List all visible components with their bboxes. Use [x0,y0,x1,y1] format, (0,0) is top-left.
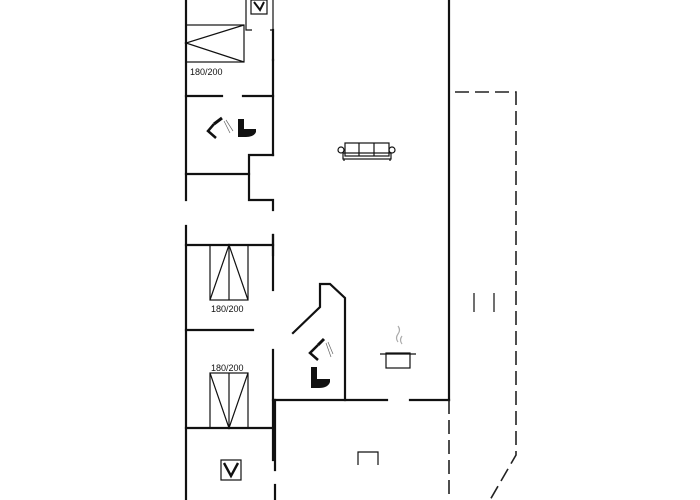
bed-size-label-top: 180/200 [190,67,223,77]
terrace-outline [448,91,517,500]
washing-machine-icon [220,459,242,481]
bed-top [184,24,245,63]
bed-middle [209,243,249,301]
toilet-icon [311,367,330,388]
sofa-icon [337,142,396,161]
walls [184,0,451,500]
bed-bottom [209,372,249,430]
cooking-pot-icon [380,325,416,369]
bed-size-label-bottom: 180/200 [211,363,244,373]
shower-icon [206,116,234,139]
washing-machine-icon [250,0,268,15]
terrace-post [473,293,495,312]
bed-size-label-middle: 180/200 [211,304,244,314]
shower-icon [308,337,334,361]
fireplace-icon [357,451,379,465]
toilet-icon [238,119,256,137]
